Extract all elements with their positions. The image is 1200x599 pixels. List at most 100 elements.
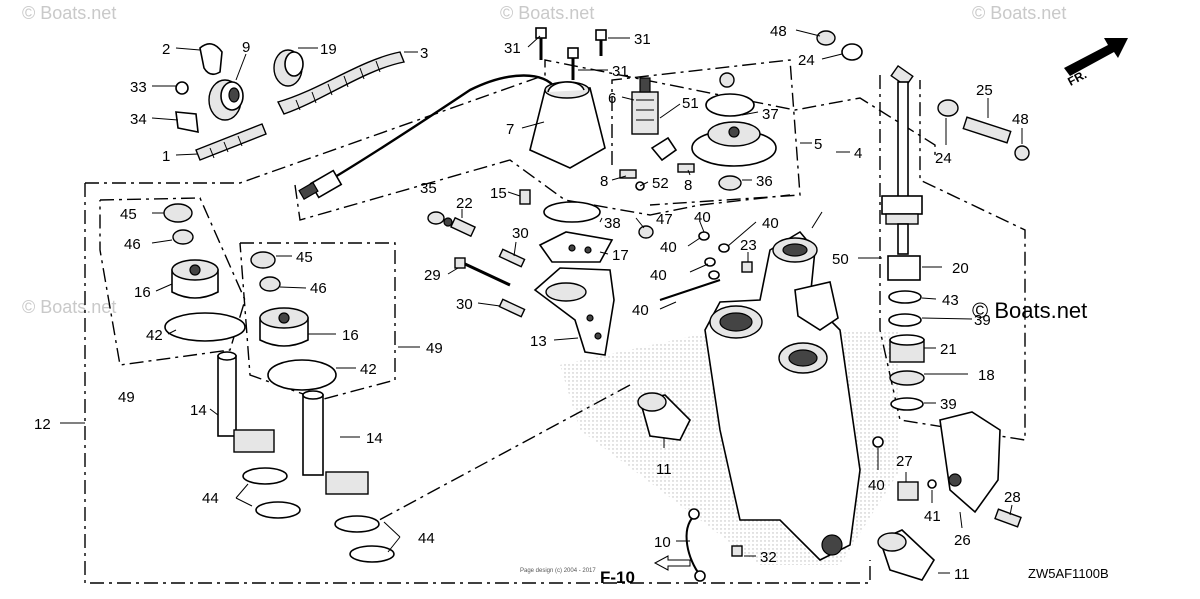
callout-label: 3 — [420, 45, 428, 62]
screw-part — [443, 216, 477, 238]
callout-label: 26 — [954, 532, 971, 549]
callout-label: 16 — [134, 284, 151, 301]
cable-part — [298, 74, 557, 201]
collar-part — [841, 43, 863, 61]
callout-label: 32 — [760, 549, 777, 566]
piston-rod-part — [302, 390, 369, 495]
callout-label: 34 — [130, 111, 147, 128]
o-ring-part — [267, 359, 337, 391]
callout-label: 9 — [242, 39, 250, 56]
callout-label: 45 — [296, 249, 313, 266]
nut-part — [897, 481, 919, 501]
group-frame-cable — [294, 159, 791, 221]
piston-rod-part — [217, 351, 275, 453]
plug-part — [638, 225, 654, 239]
callout-label: 40 — [868, 477, 885, 494]
callout-label: 29 — [424, 267, 441, 284]
callout-label: 40 — [660, 239, 677, 256]
piston-ring-part — [255, 501, 301, 519]
callout-label: 8 — [684, 177, 692, 194]
callout-label: 5 — [814, 136, 822, 153]
cap-part — [718, 175, 742, 191]
plate-part — [538, 231, 614, 263]
pump-bracket-part — [650, 136, 678, 162]
group-frame-5 — [611, 59, 801, 206]
o-ring-part — [543, 201, 601, 223]
callout-label: 22 — [456, 195, 473, 212]
seal-part — [163, 203, 193, 223]
leader-lines — [60, 29, 1023, 574]
reservoir-part — [691, 121, 777, 167]
callout-label: 30 — [456, 296, 473, 313]
watermark: © Boats.net — [22, 297, 116, 317]
plug-part — [741, 261, 753, 273]
diagram-code: ZW5AF1100B — [1028, 566, 1109, 581]
clamp-part — [175, 111, 199, 133]
group-frame-49-right — [239, 242, 396, 401]
bracket-part — [939, 411, 1001, 514]
callout-label: 40 — [694, 209, 711, 226]
callout-label: 37 — [762, 106, 779, 123]
check-valve-part — [659, 279, 721, 301]
callout-label: 1 — [162, 148, 170, 165]
bolt-part — [535, 27, 607, 80]
o-ring-part — [718, 243, 730, 253]
clip-part — [199, 43, 223, 76]
callout-label: 24 — [935, 150, 952, 167]
callout-label: 42 — [146, 327, 163, 344]
valve-part — [519, 189, 531, 205]
reference-marker: F-10 — [600, 555, 691, 587]
ring-part — [888, 313, 922, 327]
long-bolt-part — [454, 257, 511, 287]
piston-part — [889, 334, 925, 363]
spring-part — [619, 169, 637, 179]
spring-part — [677, 163, 695, 173]
ring-part — [888, 290, 922, 304]
callout-label: 12 — [34, 416, 51, 433]
nut-part — [1014, 145, 1030, 161]
piston-ring-part — [242, 467, 288, 485]
cylinder-cap-part — [259, 307, 309, 347]
watermark-main: © Boats.net — [972, 298, 1087, 323]
callout-label: 14 — [190, 402, 207, 419]
washer-part — [427, 211, 445, 225]
group-frame-49-left — [99, 197, 246, 366]
o-ring-part — [708, 270, 720, 280]
ground-cable-part — [685, 508, 706, 582]
bushing-part — [877, 529, 936, 581]
o-ring-part — [164, 312, 246, 342]
grommet-part — [208, 79, 244, 121]
callout-label: 7 — [506, 121, 514, 138]
callout-label: 20 — [952, 260, 969, 277]
callout-label: 10 — [654, 534, 671, 551]
bushing-part — [172, 229, 194, 245]
o-ring-part — [705, 93, 755, 117]
callout-label: 6 — [608, 90, 616, 107]
pump-part — [631, 77, 659, 135]
callout-label: 18 — [978, 367, 995, 384]
callout-label: 30 — [512, 225, 529, 242]
callout-label: 23 — [740, 237, 757, 254]
callout-label: 44 — [202, 490, 219, 507]
callout-label: 15 — [490, 185, 507, 202]
callout-label: 28 — [1004, 489, 1021, 506]
callout-label: 41 — [924, 508, 941, 525]
collar-part — [937, 99, 959, 117]
callout-label: 45 — [120, 206, 137, 223]
callout-label: 40 — [632, 302, 649, 319]
callout-label: 11 — [656, 461, 672, 478]
bushing-part — [637, 392, 691, 441]
callout-label: 49 — [426, 340, 443, 357]
copyright-fine-print: Page design (c) 2004 - 2017 — [520, 568, 596, 574]
callout-label: 48 — [1012, 111, 1029, 128]
callout-label: 31 — [634, 31, 651, 48]
ring-part — [890, 397, 924, 411]
callout-label: 43 — [942, 292, 959, 309]
bolt-part — [994, 508, 1022, 528]
callout-label: 33 — [130, 79, 147, 96]
washer-part — [927, 479, 937, 489]
callout-label: 49 — [118, 389, 135, 406]
callout-label: 25 — [976, 82, 993, 99]
callout-label: 46 — [310, 280, 327, 297]
callout-label: 40 — [650, 267, 667, 284]
